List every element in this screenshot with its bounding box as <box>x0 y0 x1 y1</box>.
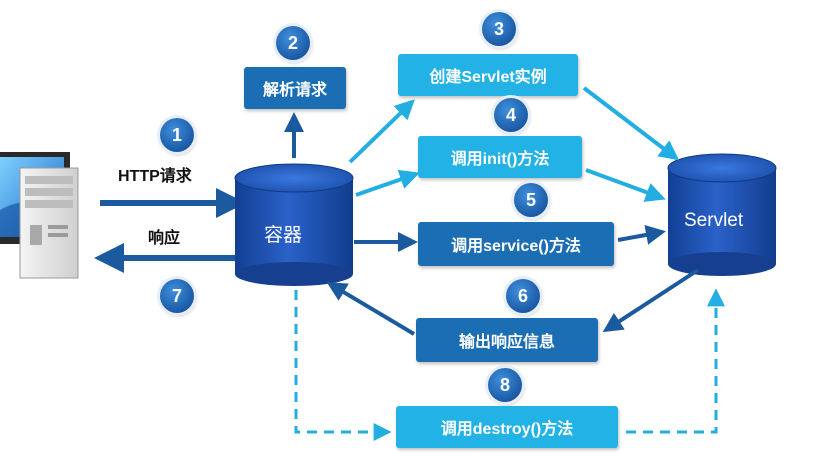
step-3-badge: 3 <box>482 12 516 46</box>
step-7-badge: 7 <box>160 279 194 313</box>
parse-request-box: 解析请求 <box>244 67 346 109</box>
step-6-badge: 6 <box>506 279 540 313</box>
container-cylinder <box>234 163 354 286</box>
step-7-label: 响应 <box>148 230 181 247</box>
call-init-box: 调用init()方法 <box>418 136 582 178</box>
arrow-create-to-servlet <box>582 86 680 161</box>
arrow-to-create <box>348 99 415 164</box>
arrow-servlet-to-output <box>602 268 700 333</box>
arrow-to-init <box>355 169 420 197</box>
call-service-box: 调用service()方法 <box>418 222 614 266</box>
step-2-badge: 2 <box>276 26 310 60</box>
step-1-badge: 1 <box>160 118 194 152</box>
arrow-destroy-to-servlet <box>626 288 725 434</box>
servlet-label: Servlet <box>684 210 744 231</box>
create-servlet-box: 创建Servlet实例 <box>398 54 578 96</box>
computer-icon <box>0 152 79 279</box>
arrow-init-to-servlet <box>585 168 666 202</box>
call-destroy-box: 调用destroy()方法 <box>396 406 618 448</box>
step-4-badge: 4 <box>494 98 528 132</box>
step-1-label: HTTP请求 <box>118 168 192 185</box>
container-label: 容器 <box>264 225 303 246</box>
step-5-badge: 5 <box>514 183 548 217</box>
arrow-service-to-servlet <box>617 225 666 245</box>
arrow-output-to-container <box>326 281 416 336</box>
step-8-badge: 8 <box>488 368 522 402</box>
output-response-box: 输出响应信息 <box>416 318 598 362</box>
arrow-to-destroy <box>294 290 392 441</box>
